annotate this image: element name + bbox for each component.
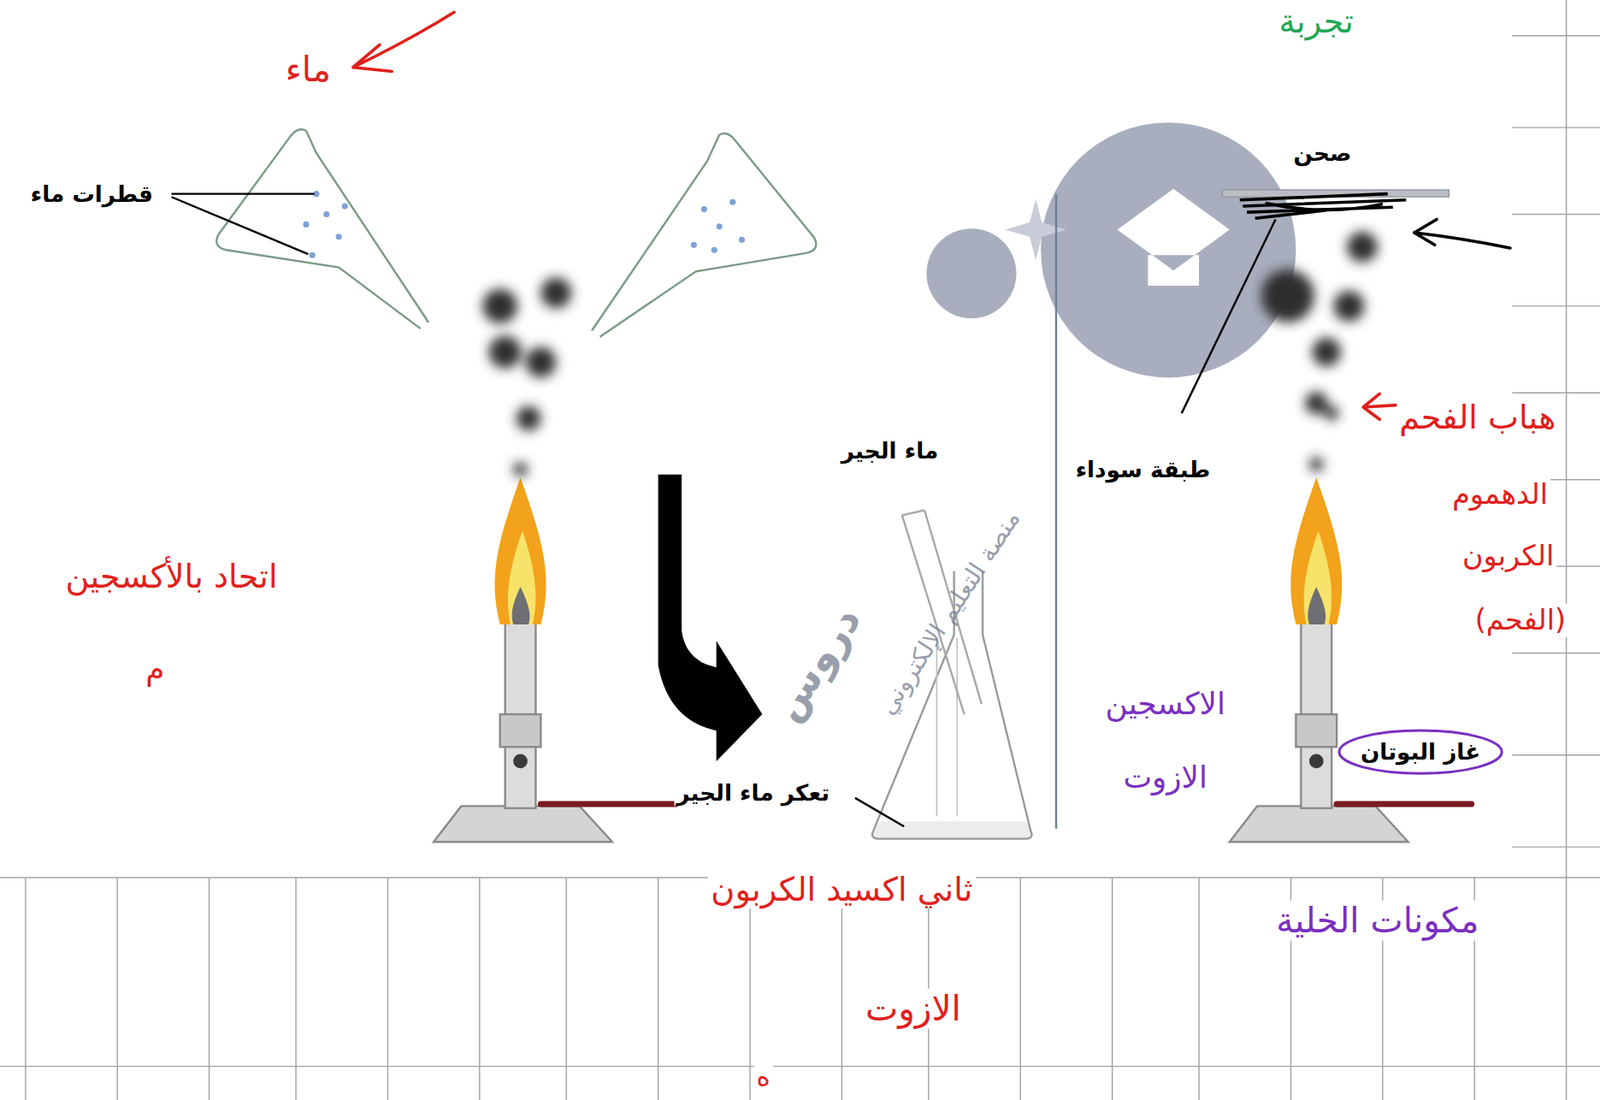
hand-arrow (1363, 393, 1396, 420)
dish (1222, 189, 1450, 219)
big-arrow (658, 474, 763, 762)
handwritten-note: م (142, 650, 167, 686)
handwritten-note: الازوت (1120, 760, 1211, 796)
part-label: طبقة سوداء (1073, 456, 1214, 483)
divider-line (1055, 194, 1057, 829)
part-label: صحن (1290, 140, 1354, 166)
leader-line (171, 194, 314, 254)
water-drops (302, 190, 745, 259)
bunsen-burner (1229, 477, 1472, 842)
handwritten-note: ه (753, 1061, 773, 1093)
handwritten-note: ثاني اكسيد الكربون (708, 871, 975, 910)
part-label: تعكر ماء الجير (673, 779, 833, 806)
title: تجربة (1279, 3, 1354, 42)
handwritten-note: (الفحم) (1472, 603, 1569, 637)
ellipse-outline (1339, 730, 1502, 774)
bunsen-burner (433, 477, 676, 842)
hand-arrow (1414, 218, 1511, 248)
handwritten-note: اتحاد بالأكسجين (62, 558, 280, 597)
inverted-flask (591, 133, 816, 337)
node-text: غاز البوتان (1360, 738, 1481, 765)
handwritten-note: مكونات الخلية (1273, 900, 1482, 941)
hand-arrow (353, 11, 455, 71)
handwritten-note: ماء (283, 49, 334, 90)
handwritten-note: هباب الفحم (1396, 399, 1559, 437)
watermark-logo (926, 122, 1296, 378)
part-label: ماء الجير (838, 437, 942, 464)
watermark: دروس (761, 597, 870, 730)
smoke (482, 231, 1377, 477)
handwritten-note: الدهموم (1449, 477, 1551, 510)
circled-label: غاز البوتان (1336, 727, 1505, 776)
leader-line (1181, 218, 1276, 414)
handwritten-note: الكربون (1459, 539, 1557, 573)
leader-line (855, 797, 904, 827)
handwritten-note: الاكسجين (1102, 686, 1228, 722)
handwritten-note: الازوت (862, 988, 964, 1029)
part-label: قطرات ماء (28, 181, 156, 207)
watermark: منصة التعليم الإلكتروني (872, 505, 1026, 721)
